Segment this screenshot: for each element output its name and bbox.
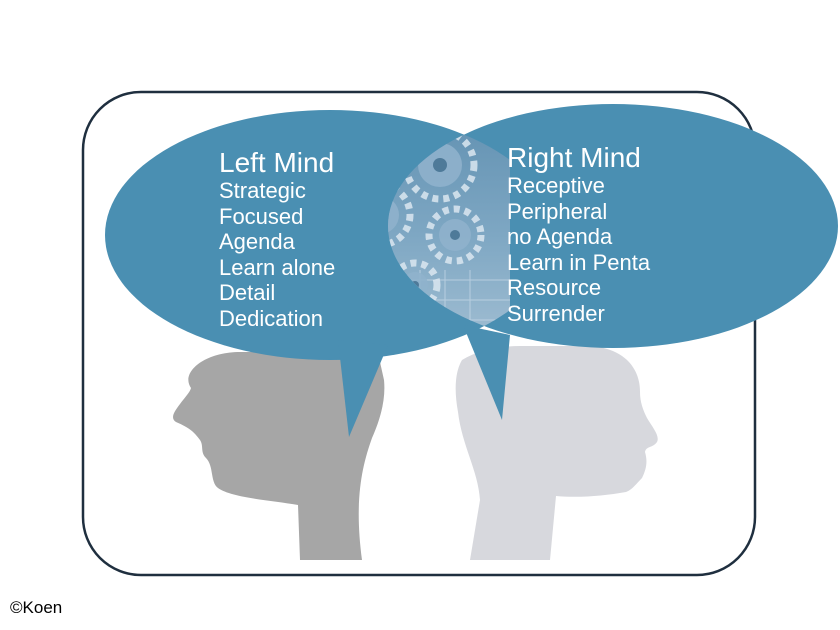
left-head-silhouette xyxy=(173,352,385,560)
left-mind-item: Dedication xyxy=(219,305,323,331)
left-mind-list: Strategic Focused Agenda Learn alone Det… xyxy=(219,178,335,331)
left-mind-item: Agenda xyxy=(219,229,295,254)
left-mind-text: Left Mind Strategic Focused Agenda Learn… xyxy=(219,148,335,331)
left-mind-title: Left Mind xyxy=(219,147,335,178)
right-mind-title: Right Mind xyxy=(507,142,641,173)
copyright-notice: ©Koen xyxy=(10,598,63,617)
right-bubble-tail xyxy=(463,325,510,420)
left-mind-item: Strategic xyxy=(219,178,306,203)
right-mind-list: Receptive Peripheral no Agenda Learn in … xyxy=(507,173,650,326)
right-mind-item: Peripheral xyxy=(507,198,608,224)
left-mind-item: Learn alone xyxy=(219,254,336,280)
right-head-silhouette xyxy=(455,346,658,560)
right-mind-text: Right Mind Receptive Peripheral no Agend… xyxy=(507,143,650,326)
right-mind-item: Learn in Penta xyxy=(507,249,651,275)
right-mind-item: Surrender xyxy=(507,300,605,326)
left-mind-item: Focused xyxy=(219,203,304,229)
right-mind-item: no Agenda xyxy=(507,224,613,249)
right-mind-item: Receptive xyxy=(507,173,605,198)
left-bubble-tail xyxy=(338,340,388,437)
right-mind-item: Resource xyxy=(507,275,602,300)
left-mind-item: Detail xyxy=(219,280,276,305)
